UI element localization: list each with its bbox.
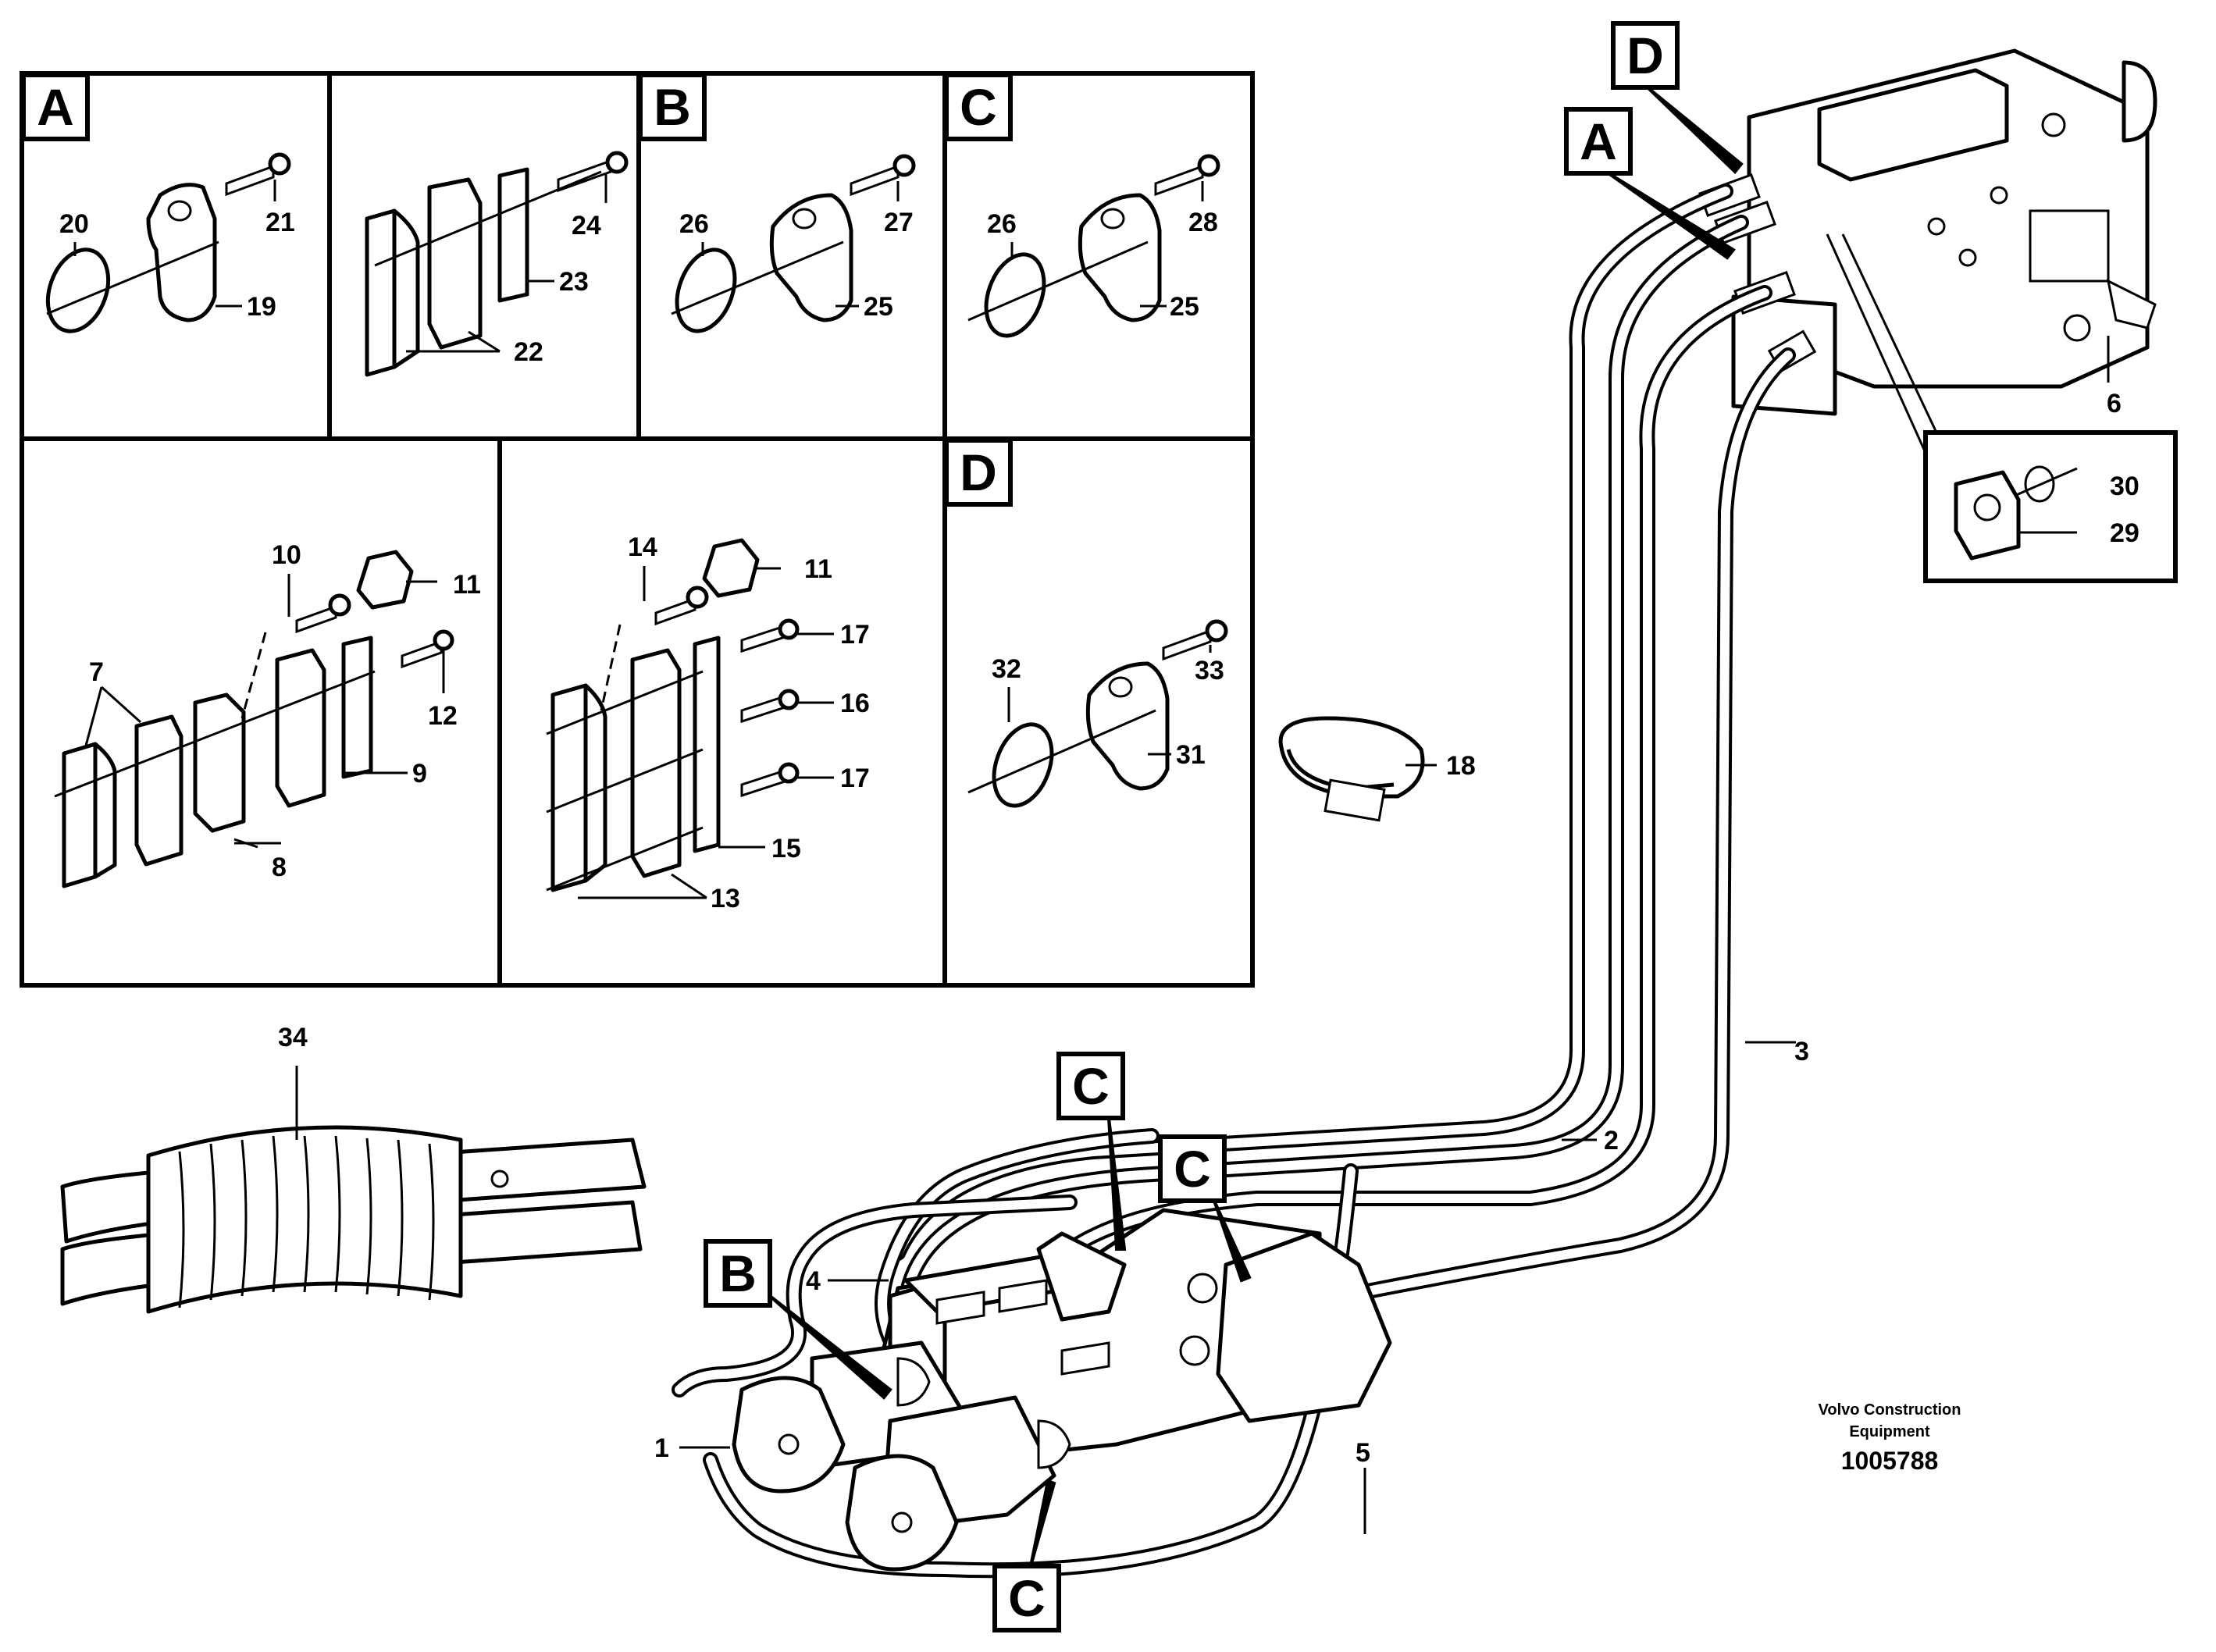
part-num-25-c: 25 [1170,292,1199,322]
svg-text:C: C [960,78,997,136]
drawing-number: 1005788 [1841,1447,1939,1475]
part-num-2: 2 [1604,1126,1619,1155]
panel-tag-c: C [944,73,1013,141]
part-num-34: 34 [278,1023,308,1052]
part-num-21: 21 [265,208,295,237]
svg-text:C: C [1072,1057,1110,1115]
caption: Volvo Construction Equipment 1005788 [1819,1401,1961,1475]
part-num-13: 13 [711,884,740,913]
panel-row-bottom-frame [20,436,1255,988]
part-num-28: 28 [1188,208,1218,237]
callout-tag-a-valve: A [1564,107,1736,260]
part-num-7: 7 [89,657,104,687]
caption-company-line2: Equipment [1849,1423,1930,1440]
panel-c-drawing [967,154,1220,338]
detail-panels [20,71,1255,988]
part-num-16: 16 [840,689,870,718]
part-num-32: 32 [992,654,1021,684]
caption-company-line1: Volvo Construction [1819,1401,1961,1419]
svg-text:B: B [719,1244,757,1302]
part-num-17-a: 17 [840,620,870,650]
part-num-10: 10 [272,540,301,570]
part-num-12: 12 [428,701,458,731]
panel-tag-d: D [944,438,1013,507]
callout-tag-d-valve: D [1611,21,1744,174]
callout-tag-c-pump-1: C [1056,1052,1127,1251]
part-num-31: 31 [1176,740,1206,770]
svg-text:A: A [1580,112,1617,170]
part-num-4: 4 [806,1266,821,1296]
part-num-6: 6 [2107,389,2122,418]
hose-clamp-18 [1278,716,1437,822]
part-num-8: 8 [272,853,287,882]
part-num-15: 15 [771,834,801,863]
part-num-5: 5 [1356,1438,1370,1468]
part-num-29: 29 [2110,518,2139,548]
panel-13-drawing [546,538,834,899]
part-num-14: 14 [628,532,657,562]
callout-tag-b-pump: B [704,1239,892,1400]
part-num-11-b: 11 [804,554,832,584]
part-num-3: 3 [1794,1037,1809,1066]
part-num-18: 18 [1446,751,1476,781]
part-num-30: 30 [2110,472,2139,501]
svg-text:B: B [654,78,691,136]
part-num-24: 24 [572,211,601,240]
panel-b-drawing [671,154,916,333]
svg-text:A: A [37,78,74,136]
part-num-1: 1 [654,1433,669,1463]
part-num-25-b: 25 [864,292,893,322]
pump-assembly-1 [679,1208,1392,1572]
panel-7-drawing [54,550,454,888]
part-num-20: 20 [59,209,89,239]
svg-text:C: C [1174,1140,1211,1198]
part-num-27: 27 [884,208,914,237]
svg-text:C: C [1008,1569,1046,1627]
part-num-26-c: 26 [987,209,1017,239]
part-num-23: 23 [559,267,589,297]
callout-tag-c-pump-3: C [992,1479,1061,1632]
svg-text:D: D [960,443,997,501]
panel-tag-a: A [21,73,90,141]
part-num-11-a: 11 [453,570,481,600]
svg-text:D: D [1626,27,1664,84]
panel-a-drawing [45,152,291,333]
part-num-22: 22 [514,337,543,367]
part-num-9: 9 [412,759,427,789]
part-num-17-b: 17 [840,764,870,793]
panel-22-drawing [365,151,629,377]
callout-tag-c-pump-2: C [1158,1134,1252,1283]
part-num-26-b: 26 [679,209,709,239]
panel-tag-b: B [638,73,707,141]
detail-box-flange [1826,233,2178,583]
part-num-33: 33 [1195,656,1224,685]
part-num-19: 19 [247,292,276,322]
protective-spiral-34 [60,1066,647,1314]
control-valve-6 [1698,48,2157,416]
panel-d-drawing [967,619,1228,808]
